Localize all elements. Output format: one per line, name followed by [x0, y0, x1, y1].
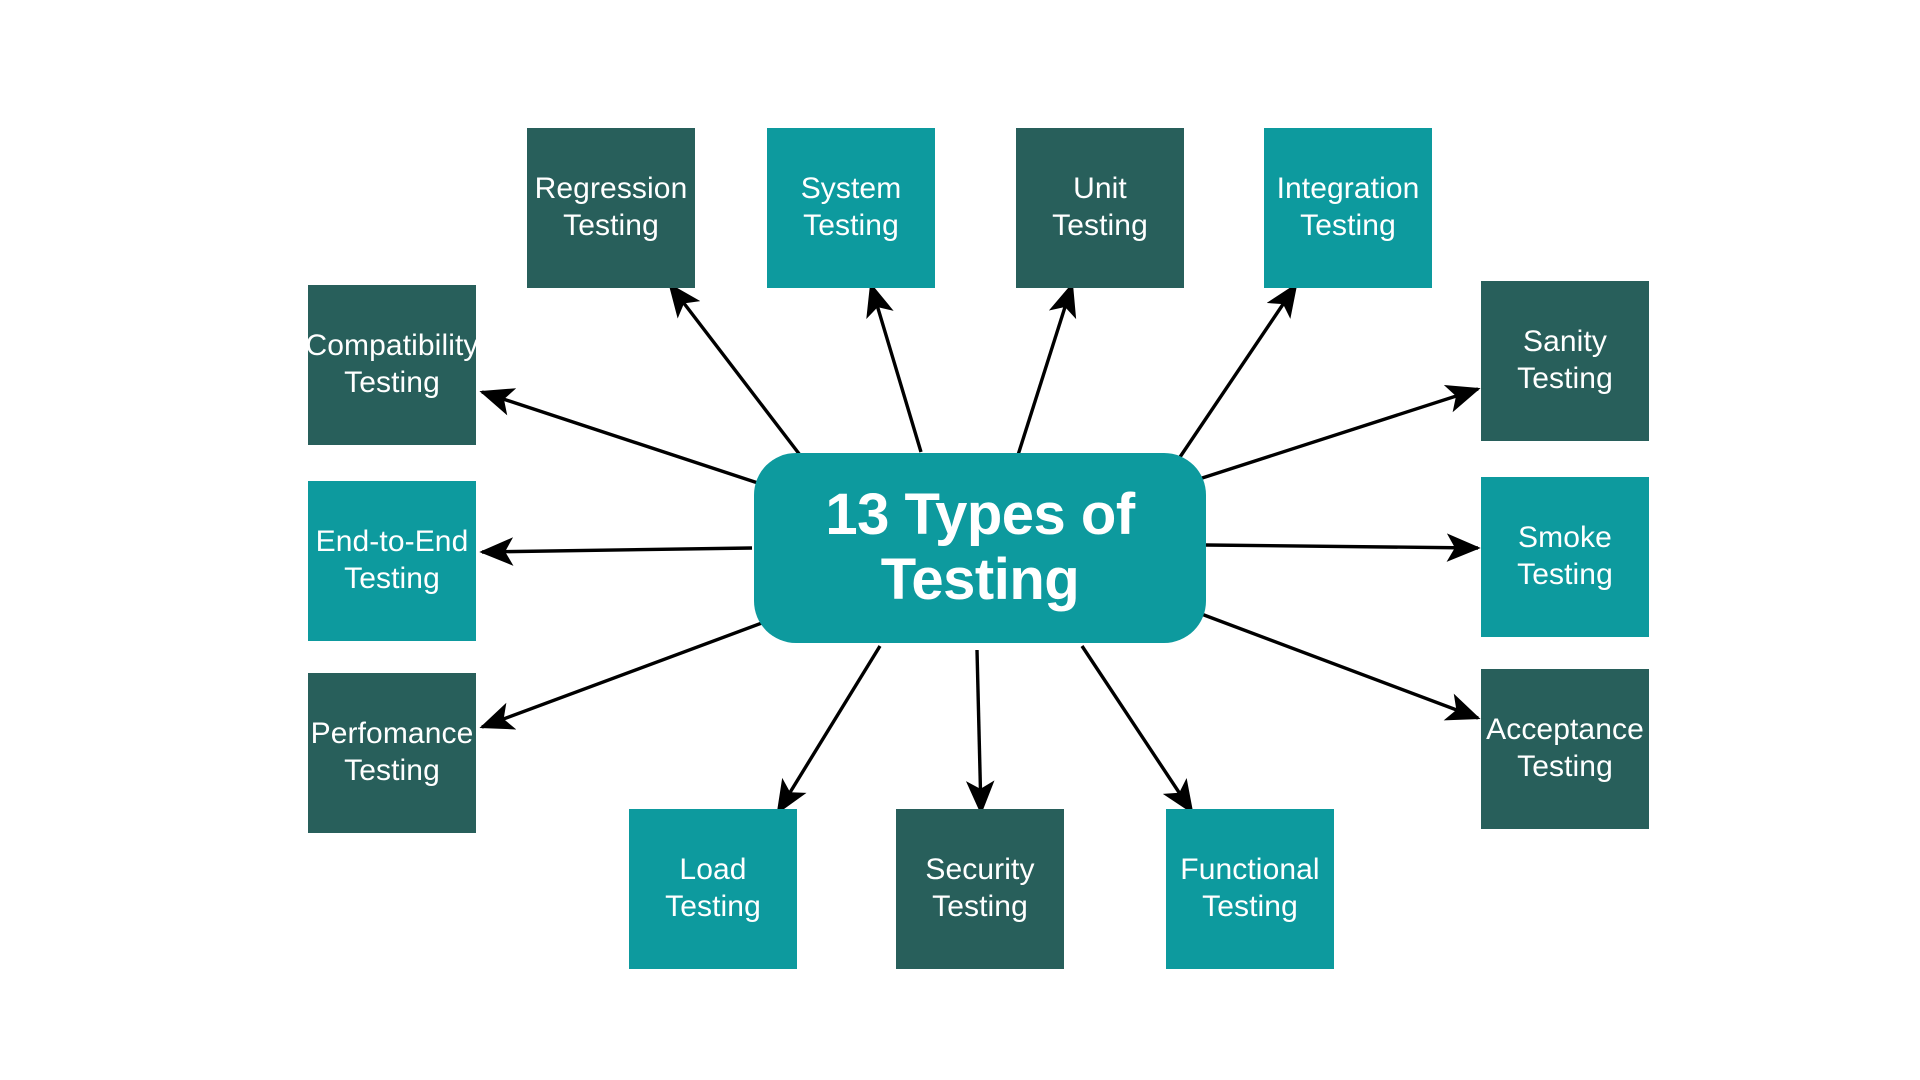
connector-arrow-end-to-end-testing — [479, 537, 753, 566]
center-node-13-types-of-testing[interactable]: 13 Types of Testing — [754, 453, 1206, 643]
node-functional-testing[interactable]: Functional Testing — [1166, 809, 1334, 969]
connector-arrow-acceptance-testing — [1195, 610, 1481, 721]
node-compatibility-testing[interactable]: Compatibility Testing — [305, 285, 478, 445]
connector-arrow-security-testing — [965, 649, 995, 815]
node-integration-testing[interactable]: Integration Testing — [1264, 128, 1432, 288]
node-regression-testing[interactable]: Regression Testing — [527, 128, 695, 288]
connector-arrow-smoke-testing — [1205, 533, 1481, 562]
node-perfomance-testing[interactable]: Perfomance Testing — [308, 673, 476, 833]
connector-arrow-load-testing — [776, 645, 882, 815]
connector-arrow-functional-testing — [1080, 645, 1194, 815]
connector-arrow-unit-testing — [1016, 282, 1077, 456]
connector-arrow-sanity-testing — [1195, 385, 1481, 482]
node-smoke-testing[interactable]: Smoke Testing — [1481, 477, 1649, 637]
connector-arrow-compatibility-testing — [479, 388, 771, 489]
node-unit-testing[interactable]: Unit Testing — [1016, 128, 1184, 288]
node-load-testing[interactable]: Load Testing — [629, 809, 797, 969]
connector-arrow-integration-testing — [1176, 282, 1298, 461]
node-end-to-end-testing[interactable]: End-to-End Testing — [308, 481, 476, 641]
connector-arrow-system-testing — [866, 282, 923, 453]
node-security-testing[interactable]: Security Testing — [896, 809, 1064, 969]
node-sanity-testing[interactable]: Sanity Testing — [1481, 281, 1649, 441]
connector-arrow-perfomance-testing — [479, 618, 771, 730]
node-system-testing[interactable]: System Testing — [767, 128, 935, 288]
node-acceptance-testing[interactable]: Acceptance Testing — [1481, 669, 1649, 829]
connector-arrow-regression-testing — [668, 282, 802, 457]
